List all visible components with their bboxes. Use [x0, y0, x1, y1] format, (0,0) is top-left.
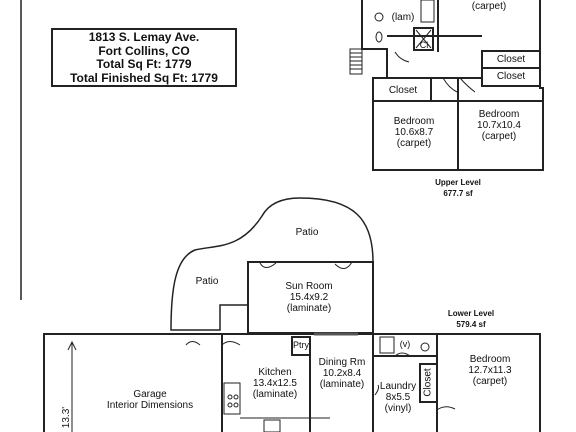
city-text: Fort Collins, CO [98, 43, 190, 58]
lower-bedroom-label: Bedroom 12.7x11.3 (carpet) [468, 354, 512, 387]
laundry-label: Laundry 8x5.5 (vinyl) [379, 381, 417, 414]
pantry-outline [291, 336, 311, 356]
upper-closet-right-2-label: Closet [496, 71, 526, 82]
garage-dimension-label: 13.3' [61, 406, 73, 429]
finished-sqft-text: Total Finished Sq Ft: 1779 [70, 70, 218, 85]
closet-outline [419, 363, 438, 403]
kitchen-label: Kitchen 13.4x12.5 (laminate) [252, 367, 298, 400]
upper-closet-left-label: Closet [388, 85, 418, 96]
address-text: 1813 S. Lemay Ave. [88, 30, 200, 44]
upper-top-room-floor: (carpet) [471, 1, 507, 12]
upper-closet-right-1-label: Closet [496, 54, 526, 65]
upper-stairs [349, 48, 363, 75]
lower-bath-fixtures [379, 336, 430, 354]
upper-closet-ci [413, 27, 434, 51]
upper-level-outline [361, 0, 544, 171]
patio-outline [170, 197, 374, 331]
upper-bedroom-left-label: Bedroom 10.6x8.7 (carpet) [393, 116, 435, 149]
patio-left-label: Patio [195, 276, 219, 287]
upper-door-swings [394, 51, 476, 93]
upper-bath-fixtures [374, 0, 435, 49]
property-info-box: 1813 S. Lemay Ave. Fort Collins, CO Tota… [51, 28, 237, 87]
patio-top-label: Patio [295, 227, 319, 238]
upper-level-caption: Upper Level 677.7 sf [435, 178, 481, 198]
garage-dimension-line [67, 340, 77, 432]
upper-bedroom-right-label: Bedroom 10.7x10.4 (carpet) [477, 109, 521, 142]
upper-closet-ci-label: Cl [419, 40, 429, 50]
kitchen-counters [223, 382, 330, 432]
garage-label: Garage Interior Dimensions [106, 389, 194, 411]
total-sqft-text: Total Sq Ft: 1779 [96, 57, 192, 71]
upper-closet-right-2 [481, 67, 541, 87]
lower-closet-label: Closet [422, 368, 434, 397]
upper-bath-label: (lam) [391, 12, 415, 23]
lower-door-swings [185, 261, 456, 411]
lower-level-caption: Lower Level 579.4 sf [447, 309, 495, 329]
upper-closet-left [372, 77, 432, 102]
dining-room-label: Dining Rm 10.2x8.4 (laminate) [318, 357, 366, 390]
lower-bath-label: (v) [399, 339, 411, 349]
sun-room-label: Sun Room 15.4x9.2 (laminate) [285, 281, 333, 314]
pantry-label: Ptry [292, 340, 310, 350]
